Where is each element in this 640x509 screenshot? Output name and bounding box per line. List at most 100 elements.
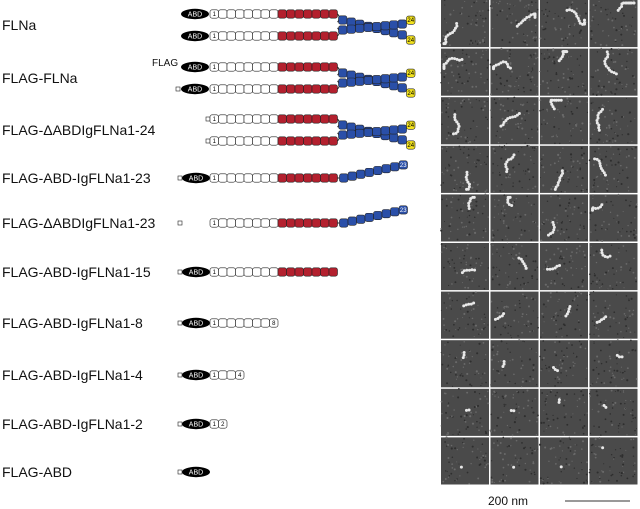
em-speckle	[457, 429, 459, 431]
em-speckle	[506, 287, 508, 289]
em-speckle	[442, 317, 445, 320]
em-speckle	[494, 380, 496, 383]
em-speckle	[571, 299, 574, 302]
em-speckle	[510, 75, 512, 77]
ig-domain-number: 1	[213, 321, 217, 327]
em-speckle	[515, 416, 517, 418]
em-speckle	[443, 266, 445, 269]
em-speckle	[460, 359, 463, 361]
em-speckle	[547, 477, 549, 480]
em-speckle	[448, 163, 450, 166]
em-speckle	[614, 449, 617, 451]
em-molecule-bead	[507, 202, 511, 206]
em-speckle	[498, 173, 501, 176]
em-speckle	[548, 10, 551, 13]
em-speckle	[633, 236, 636, 239]
construct-label: FLAG-ΔABDIgFLNa1-24	[2, 122, 156, 138]
em-speckle	[568, 6, 572, 9]
em-speckle	[609, 381, 612, 384]
em-speckle	[455, 329, 457, 331]
em-speckle	[561, 17, 563, 19]
em-speckle	[440, 72, 442, 74]
em-speckle	[610, 389, 613, 392]
em-speckle	[483, 372, 486, 375]
scale-bar: 200 nm	[488, 494, 630, 508]
em-molecule-bead	[597, 126, 601, 130]
em-speckle	[624, 318, 627, 321]
em-speckle	[558, 340, 561, 343]
em-speckle	[484, 358, 486, 361]
em-speckle	[479, 422, 481, 424]
em-speckle	[545, 260, 548, 263]
em-speckle	[440, 251, 443, 253]
em-speckle	[561, 350, 563, 352]
em-speckle	[543, 171, 546, 174]
em-speckle	[445, 307, 448, 309]
em-speckle	[470, 5, 473, 8]
em-speckle	[615, 357, 618, 360]
em-background	[490, 48, 539, 96]
em-speckle	[466, 234, 469, 237]
em-speckle	[540, 123, 543, 125]
em-speckle	[531, 400, 534, 402]
ig-domain	[339, 173, 349, 183]
em-speckle	[493, 216, 495, 218]
em-speckle	[590, 88, 592, 90]
em-speckle	[501, 458, 505, 461]
em-speckle	[576, 186, 578, 188]
em-speckle	[484, 193, 487, 196]
em-speckle	[512, 394, 515, 396]
em-speckle	[462, 52, 464, 54]
em-speckle	[542, 108, 544, 111]
em-speckle	[558, 111, 560, 113]
em-speckle	[518, 163, 520, 166]
em-speckle	[580, 37, 582, 39]
abd-label: ABD	[189, 320, 203, 327]
em-speckle	[465, 327, 467, 329]
em-molecule-bead	[604, 315, 608, 319]
em-speckle	[530, 159, 532, 161]
em-molecule-bead	[506, 117, 510, 121]
em-speckle	[562, 179, 565, 181]
em-speckle	[499, 145, 501, 147]
em-speckle	[582, 427, 584, 429]
em-speckle	[546, 49, 549, 51]
em-molecule-bead	[522, 262, 526, 266]
em-speckle	[511, 109, 514, 112]
em-speckle	[479, 417, 482, 420]
em-speckle	[610, 474, 613, 477]
em-speckle	[445, 411, 448, 414]
em-speckle	[549, 258, 552, 261]
em-speckle	[558, 298, 560, 301]
em-speckle	[586, 461, 588, 464]
em-speckle	[562, 147, 564, 149]
ig-domain-number: 24	[407, 123, 414, 129]
em-speckle	[570, 4, 572, 6]
em-speckle	[571, 251, 573, 254]
em-speckle	[513, 373, 515, 376]
em-speckle	[569, 78, 572, 80]
em-speckle	[580, 189, 583, 192]
em-micrograph	[539, 340, 588, 388]
em-speckle	[611, 112, 614, 115]
em-speckle	[496, 248, 498, 250]
em-speckle	[594, 453, 597, 456]
em-speckle	[570, 55, 572, 58]
em-speckle	[459, 186, 461, 189]
em-speckle	[467, 243, 469, 246]
em-speckle	[610, 200, 612, 203]
em-speckle	[497, 360, 500, 363]
em-speckle	[618, 251, 620, 253]
construct-label: FLAG-ABD-IgFLNa1-23	[2, 170, 151, 186]
ig-domain	[260, 9, 270, 19]
em-molecule-bead	[444, 61, 448, 65]
em-speckle	[514, 19, 517, 22]
em-molecule-bead	[519, 21, 523, 25]
em-speckle	[528, 10, 531, 13]
em-speckle	[559, 197, 561, 200]
em-speckle	[526, 74, 529, 77]
em-speckle	[523, 170, 525, 172]
em-speckle	[601, 209, 604, 211]
em-speckle	[460, 135, 462, 138]
em-molecule-bead	[595, 118, 599, 122]
